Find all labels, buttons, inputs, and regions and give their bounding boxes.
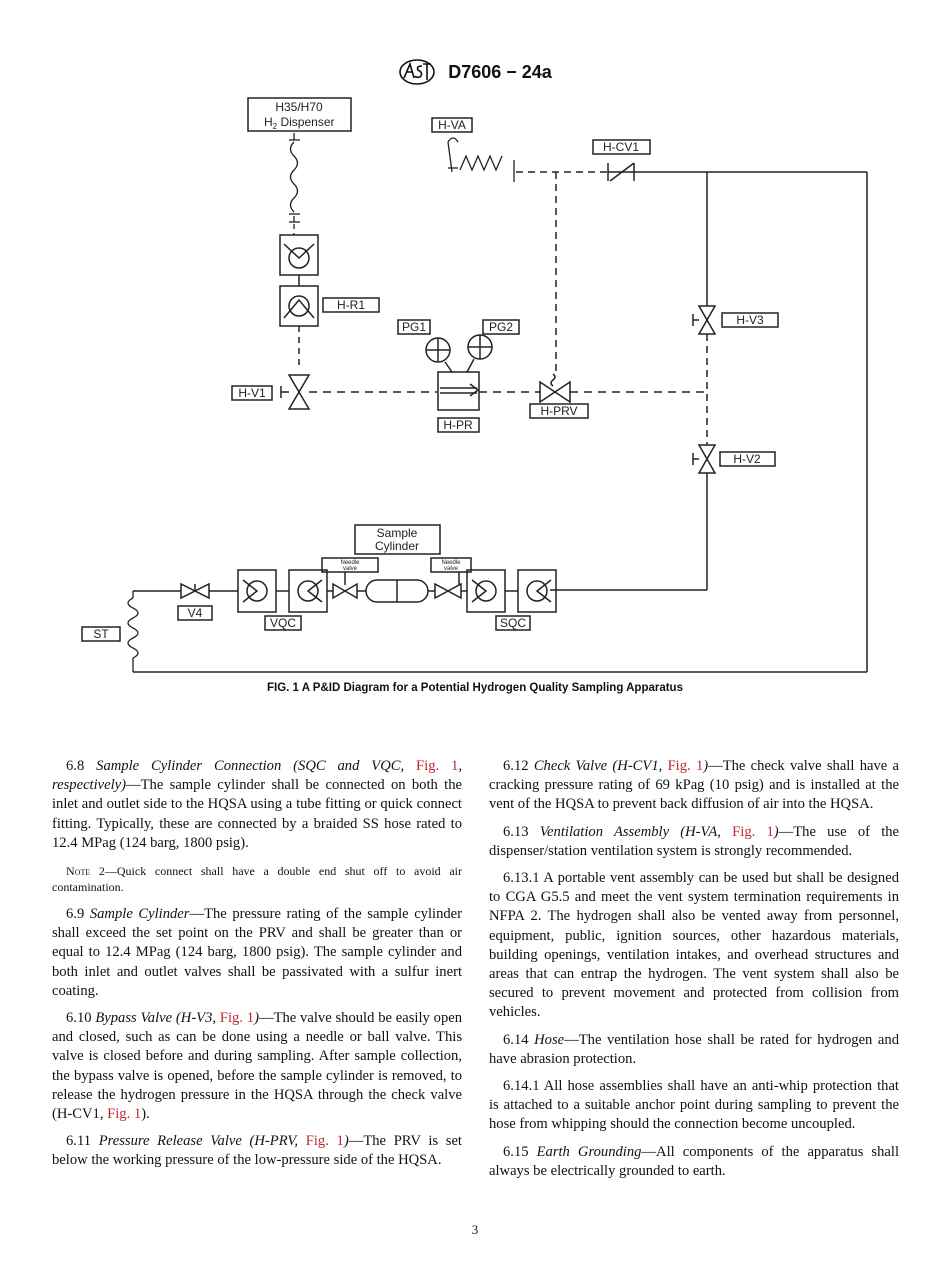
section-6-12: 6.12 Check Valve (H-CV1, Fig. 1)—The che…: [489, 758, 899, 813]
fig-1-link[interactable]: Fig. 1: [219, 1010, 255, 1027]
dispenser-label-line2: H2 Dispenser: [264, 115, 334, 131]
h-prv-valve: [539, 373, 571, 404]
page-number: 3: [471, 1222, 479, 1237]
needle-valve-right: [434, 582, 462, 600]
h-pr-label: H-PR: [443, 418, 473, 432]
h-prv-label: H-PRV: [540, 404, 577, 418]
h-v1-valve: [280, 374, 311, 410]
dispenser-label-line1: H35/H70: [275, 100, 323, 114]
section-6-14-1: 6.14.1 All hose assemblies shall have an…: [489, 1078, 899, 1133]
pid-diagram: H35/H70 H2 Dispenser H-VA H-CV1 H-R1 PG1…: [81, 97, 868, 673]
h-pr-regulator: [437, 371, 480, 411]
section-6-13: 6.13 Ventilation Assembly (H-VA, Fig. 1)…: [489, 823, 900, 859]
section-6-9: 6.9 Sample Cylinder—The pressure rating …: [52, 906, 463, 999]
astm-logo-icon: [399, 59, 436, 85]
needle-valve-left: [332, 582, 358, 600]
h-v3-bypass-valve: [692, 305, 717, 335]
page-header: D7606 − 24a: [0, 58, 950, 86]
h-v2-label: H-V2: [733, 452, 761, 466]
section-6-10: 6.10 Bypass Valve (H-V3, Fig. 1)—The val…: [52, 1010, 463, 1123]
h-cv1-label: H-CV1: [603, 140, 639, 154]
fig-1-link[interactable]: Fig. 1: [305, 1133, 344, 1150]
dispenser-quick-connect: [279, 234, 319, 276]
h-va-vent-assembly: [447, 137, 515, 182]
section-6-14: 6.14 Hose—The ventilation hose shall be …: [489, 1031, 899, 1067]
sqc-label: SQC: [500, 616, 526, 630]
h-v3-label: H-V3: [736, 313, 764, 327]
needle-valve-left-label-line2: valve: [343, 566, 358, 572]
section-6-8: 6.8 Sample Cylinder Connection (SQC and …: [52, 758, 463, 851]
dispenser-box: [247, 97, 352, 132]
dispenser-hose: [289, 133, 300, 235]
v4-label: V4: [188, 606, 203, 620]
h-r1-receptacle: [279, 285, 319, 327]
h-va-label: H-VA: [438, 118, 466, 132]
document-designation: D7606 − 24a: [448, 61, 552, 82]
right-column: 6.12 Check Valve (H-CV1, Fig. 1)—The che…: [489, 757, 899, 1189]
h-cv1-check-valve: [607, 162, 635, 182]
fig-1-link[interactable]: Fig. 1: [667, 758, 704, 774]
pg2-label: PG2: [489, 320, 513, 334]
fig-1-link[interactable]: Fig. 1: [732, 823, 774, 840]
needle-valve-right-label-line1: Needle: [441, 560, 461, 566]
st-sample-tube: [127, 591, 139, 672]
pg1-label: PG1: [402, 320, 426, 334]
h-v1-label: H-V1: [238, 386, 266, 400]
fig-1-link[interactable]: Fig. 1: [107, 1106, 142, 1123]
section-6-11: 6.11 Pressure Release Valve (H-PRV, Fig.…: [52, 1133, 462, 1169]
needle-valve-right-label-line2: valve: [444, 566, 459, 572]
left-column: 6.8 Sample Cylinder Connection (SQC and …: [52, 757, 462, 1179]
v4-valve: [180, 582, 210, 600]
section-6-15: 6.15 Earth Grounding—All components of t…: [489, 1143, 899, 1179]
h-r1-label: H-R1: [337, 298, 365, 312]
fig-1-link[interactable]: Fig. 1: [416, 758, 459, 774]
pg2-gauge: [466, 334, 493, 373]
needle-valve-left-label-line1: Needle: [340, 560, 360, 566]
pg1-gauge: [425, 337, 453, 373]
figure-caption: FIG. 1 A P&ID Diagram for a Potential Hy…: [267, 682, 683, 694]
st-label: ST: [93, 627, 109, 641]
h-v2-valve: [692, 444, 717, 474]
vqc-label: VQC: [270, 616, 296, 630]
section-6-13-1: 6.13.1 A portable vent assembly can be u…: [489, 870, 899, 1021]
sample-cylinder-label-box: [354, 524, 441, 555]
note-2: Note 2—Quick connect shall have a double…: [52, 864, 462, 895]
sample-cylinder-label-line1: Sample: [377, 526, 418, 540]
sample-cylinder-label-line2: Cylinder: [375, 539, 419, 553]
